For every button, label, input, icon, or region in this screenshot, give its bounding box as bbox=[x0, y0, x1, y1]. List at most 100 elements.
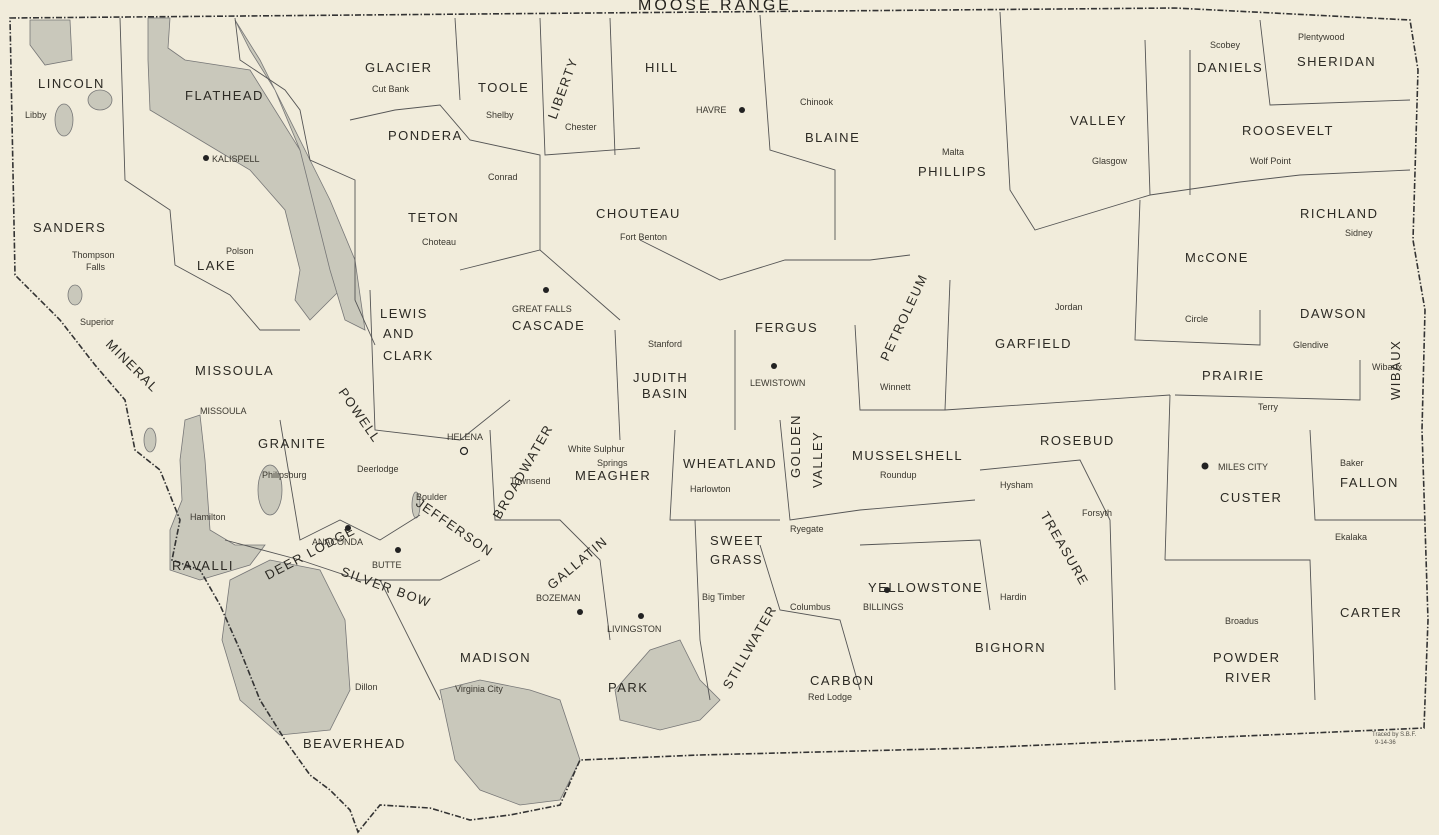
map-title: MOOSE RANGE bbox=[638, 0, 792, 14]
county-label-fallon: FALLON bbox=[1340, 475, 1399, 490]
town-glasgow: Glasgow bbox=[1092, 156, 1128, 166]
town-havre: HAVRE bbox=[696, 105, 726, 115]
town-broadus: Broadus bbox=[1225, 616, 1259, 626]
town-townsend: Townsend bbox=[510, 476, 551, 486]
town-circle: Circle bbox=[1185, 314, 1208, 324]
county-boundaries bbox=[119, 11, 1425, 701]
town-harlowton: Harlowton bbox=[690, 484, 731, 494]
county-label-lewis: LEWIS bbox=[380, 306, 428, 321]
city-dot-bozeman bbox=[577, 609, 583, 615]
town-chinook: Chinook bbox=[800, 97, 834, 107]
county-label-mineral: MINERAL bbox=[103, 337, 162, 396]
county-label-wibaux: WIBAUX bbox=[1388, 340, 1403, 400]
city-dot-lewistown bbox=[771, 363, 777, 369]
county-label-silver-bow: SILVER BOW bbox=[339, 564, 433, 611]
town-great-falls: GREAT FALLS bbox=[512, 304, 572, 314]
county-label-judith-2: BASIN bbox=[642, 386, 689, 401]
town-fort-benton: Fort Benton bbox=[620, 232, 667, 242]
town-boulder: Boulder bbox=[416, 492, 447, 502]
town-miles-city: MILES CITY bbox=[1218, 462, 1268, 472]
county-label-hill: HILL bbox=[645, 60, 678, 75]
town-markers bbox=[203, 107, 1209, 619]
county-label-petroleum: PETROLEUM bbox=[877, 271, 930, 363]
city-dot-billings bbox=[884, 587, 890, 593]
town-deerlodge: Deerlodge bbox=[357, 464, 399, 474]
county-label-cascade: CASCADE bbox=[512, 318, 585, 333]
county-label-park: PARK bbox=[608, 680, 648, 695]
range-area-madison-park bbox=[439, 679, 581, 806]
town-malta: Malta bbox=[942, 147, 964, 157]
town-roundup: Roundup bbox=[880, 470, 917, 480]
town-columbus: Columbus bbox=[790, 602, 831, 612]
town-lewistown: LEWISTOWN bbox=[750, 378, 805, 388]
city-dot-livingston bbox=[638, 613, 644, 619]
town-chester: Chester bbox=[565, 122, 597, 132]
county-label-glacier: GLACIER bbox=[365, 60, 433, 75]
county-label-prairie: PRAIRIE bbox=[1202, 368, 1265, 383]
county-label-flathead: FLATHEAD bbox=[185, 88, 264, 103]
county-label-beaverhead: BEAVERHEAD bbox=[303, 736, 406, 751]
town-white-sulphur: White Sulphur bbox=[568, 444, 625, 454]
county-label-pondera: PONDERA bbox=[388, 128, 463, 143]
county-label-jefferson: JEFFERSON bbox=[413, 495, 496, 559]
town-superior: Superior bbox=[80, 317, 114, 327]
county-label-richland: RICHLAND bbox=[1300, 206, 1378, 221]
county-label-phillips: PHILLIPS bbox=[918, 164, 987, 179]
range-area-flathead-east bbox=[234, 19, 366, 331]
town-virginia-city: Virginia City bbox=[455, 684, 503, 694]
town-springs: Springs bbox=[597, 458, 628, 468]
county-label-custer: CUSTER bbox=[1220, 490, 1282, 505]
town-winnett: Winnett bbox=[880, 382, 911, 392]
range-area-flathead-lincoln bbox=[147, 17, 341, 321]
county-label-dawson: DAWSON bbox=[1300, 306, 1367, 321]
county-label-powell: POWELL bbox=[336, 385, 385, 445]
county-label-lincoln: LINCOLN bbox=[38, 76, 105, 91]
town-choteau: Choteau bbox=[422, 237, 456, 247]
town-billings: BILLINGS bbox=[863, 602, 904, 612]
county-label-rosebud: ROSEBUD bbox=[1040, 433, 1115, 448]
town-helena: HELENA bbox=[447, 432, 483, 442]
county-label-mccone: McCONE bbox=[1185, 250, 1249, 265]
county-label-blaine: BLAINE bbox=[805, 130, 860, 145]
county-label-ravalli: RAVALLI bbox=[172, 558, 234, 573]
range-spot-libby-2 bbox=[87, 89, 113, 111]
town-dillon: Dillon bbox=[355, 682, 378, 692]
town-jordan: Jordan bbox=[1055, 302, 1083, 312]
county-label-judith-1: JUDITH bbox=[633, 370, 688, 385]
county-label-yellowstone: YELLOWSTONE bbox=[868, 580, 983, 595]
county-label-chouteau: CHOUTEAU bbox=[596, 206, 681, 221]
town-sidney: Sidney bbox=[1345, 228, 1373, 238]
range-area-ravalli bbox=[169, 414, 266, 581]
county-label-stillwater: STILLWATER bbox=[720, 602, 780, 691]
town-anaconda: ANACONDA bbox=[312, 537, 363, 547]
city-dot-butte bbox=[395, 547, 401, 553]
range-area-lincoln-west bbox=[29, 19, 73, 66]
range-spot-mineral bbox=[143, 427, 157, 453]
town-hardin: Hardin bbox=[1000, 592, 1027, 602]
county-label-valley: VALLEY bbox=[1070, 113, 1127, 128]
county-label-carter: CARTER bbox=[1340, 605, 1402, 620]
town-polson: Polson bbox=[226, 246, 254, 256]
town-red-lodge: Red Lodge bbox=[808, 692, 852, 702]
town-butte: BUTTE bbox=[372, 560, 402, 570]
town-shelby: Shelby bbox=[486, 110, 514, 120]
county-label-sheridan: SHERIDAN bbox=[1297, 54, 1376, 69]
town-falls: Falls bbox=[86, 262, 106, 272]
town-labels: Libby KALISPELL Cut Bank Shelby Chester … bbox=[25, 32, 1403, 702]
town-bozeman: BOZEMAN bbox=[536, 593, 581, 603]
county-label-powder: POWDER bbox=[1213, 650, 1281, 665]
town-livingston: LIVINGSTON bbox=[607, 624, 661, 634]
city-dot-havre bbox=[739, 107, 745, 113]
county-label-fergus: FERGUS bbox=[755, 320, 818, 335]
town-kalispell: KALISPELL bbox=[212, 154, 260, 164]
town-ryegate: Ryegate bbox=[790, 524, 824, 534]
town-thompson: Thompson bbox=[72, 250, 115, 260]
county-label-golden: GOLDEN bbox=[788, 414, 803, 478]
county-label-river: RIVER bbox=[1225, 670, 1272, 685]
town-hamilton: Hamilton bbox=[190, 512, 226, 522]
county-label-liberty: LIBERTY bbox=[545, 55, 581, 121]
range-area-park-south bbox=[614, 639, 721, 731]
town-hysham: Hysham bbox=[1000, 480, 1033, 490]
moose-range-areas bbox=[29, 17, 721, 806]
